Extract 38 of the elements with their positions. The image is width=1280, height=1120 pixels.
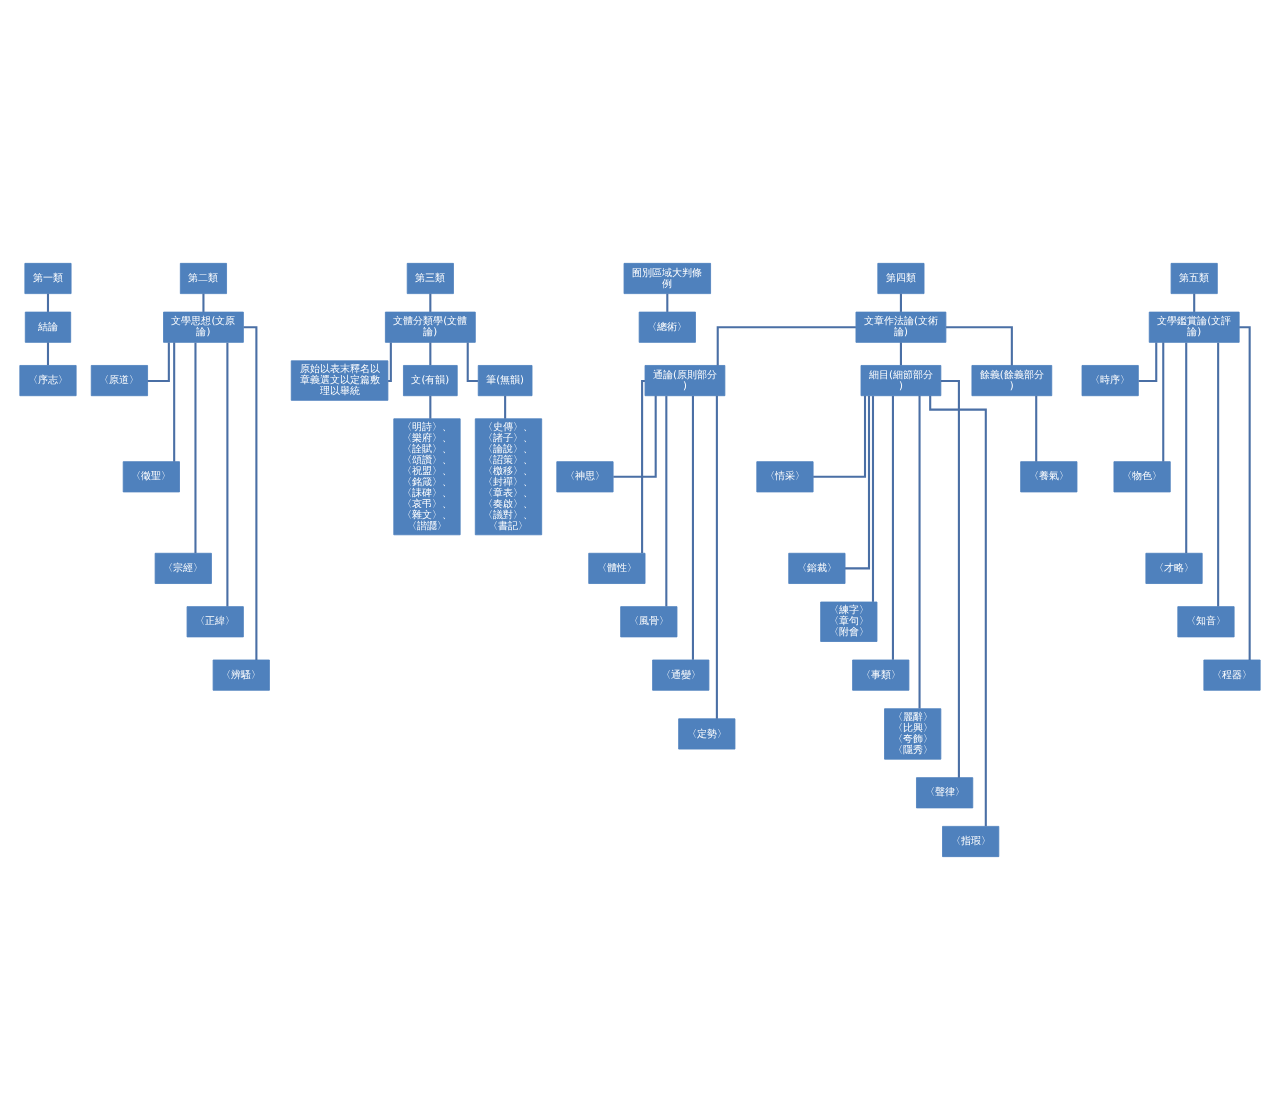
connector: [202, 293, 205, 312]
connector: [946, 326, 1013, 366]
connector: [1239, 326, 1251, 660]
connector: [147, 342, 170, 383]
connector: [173, 342, 176, 462]
connector: [665, 396, 668, 607]
connector: [1185, 342, 1188, 554]
connector: [429, 293, 432, 312]
connector: [899, 342, 902, 366]
connector: [891, 396, 894, 660]
connector: [1035, 395, 1038, 462]
connector: [716, 326, 856, 366]
connector: [46, 342, 50, 366]
connector: [1193, 293, 1196, 312]
connector: [466, 342, 478, 383]
connector: [929, 395, 987, 827]
connector: [504, 395, 507, 419]
connector: [899, 293, 902, 312]
connector: [1138, 342, 1158, 383]
connector: [1162, 342, 1165, 462]
connector: [613, 395, 657, 478]
connector: [226, 342, 229, 607]
connector: [194, 342, 197, 554]
connector: [243, 326, 258, 660]
connector: [429, 395, 432, 419]
connector: [715, 395, 718, 719]
connector: [388, 342, 392, 383]
connector: [871, 396, 875, 602]
connector: [641, 379, 645, 554]
connector: [813, 395, 867, 478]
connector: [46, 293, 50, 312]
connector: [429, 342, 432, 366]
connector: [691, 396, 694, 660]
connector: [666, 293, 669, 312]
connector: [940, 379, 960, 778]
connector: [845, 395, 871, 570]
connector: [1217, 342, 1220, 607]
connector: [918, 395, 921, 709]
